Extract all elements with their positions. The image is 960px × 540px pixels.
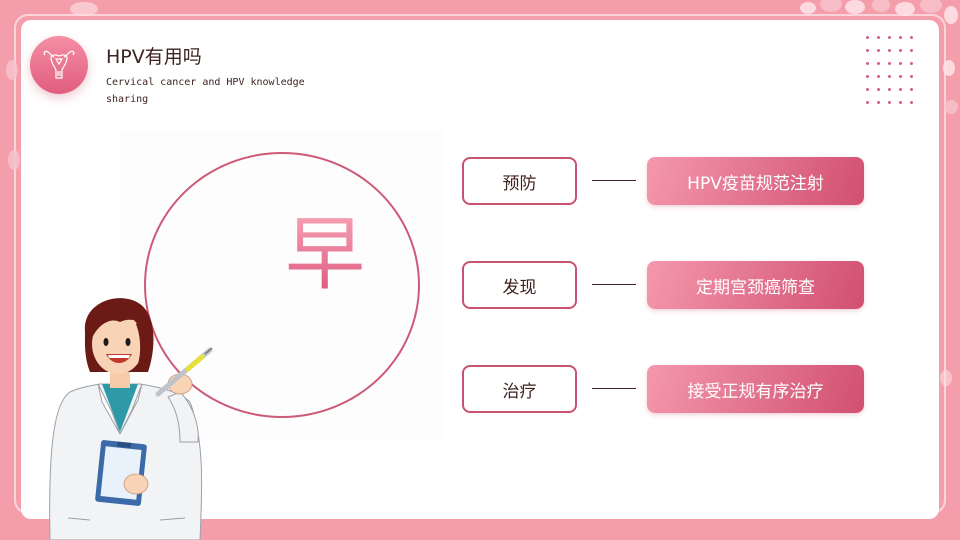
row-label: 治疗	[462, 365, 577, 413]
connector-line	[592, 388, 636, 389]
row-label: 预防	[462, 157, 577, 205]
row-treatment: 治疗 接受正规有序治疗	[462, 365, 864, 413]
row-description: 接受正规有序治疗	[647, 365, 864, 413]
uterus-icon	[30, 36, 88, 94]
page-subtitle: Cervical cancer and HPV knowledge sharin…	[106, 77, 305, 105]
doctor-illustration	[49, 298, 213, 540]
row-description: HPV疫苗规范注射	[647, 157, 864, 205]
row-prevention: 预防 HPV疫苗规范注射	[462, 157, 864, 205]
key-character: 早	[282, 210, 368, 300]
row-detection: 发现 定期宫颈癌筛查	[462, 261, 864, 309]
connector-line	[592, 180, 636, 181]
connector-line	[592, 284, 636, 285]
dot-grid-decoration	[866, 36, 926, 108]
row-label: 发现	[462, 261, 577, 309]
outline-circle	[144, 152, 420, 418]
row-description: 定期宫颈癌筛查	[647, 261, 864, 309]
page-title: HPV有用吗	[106, 46, 202, 68]
